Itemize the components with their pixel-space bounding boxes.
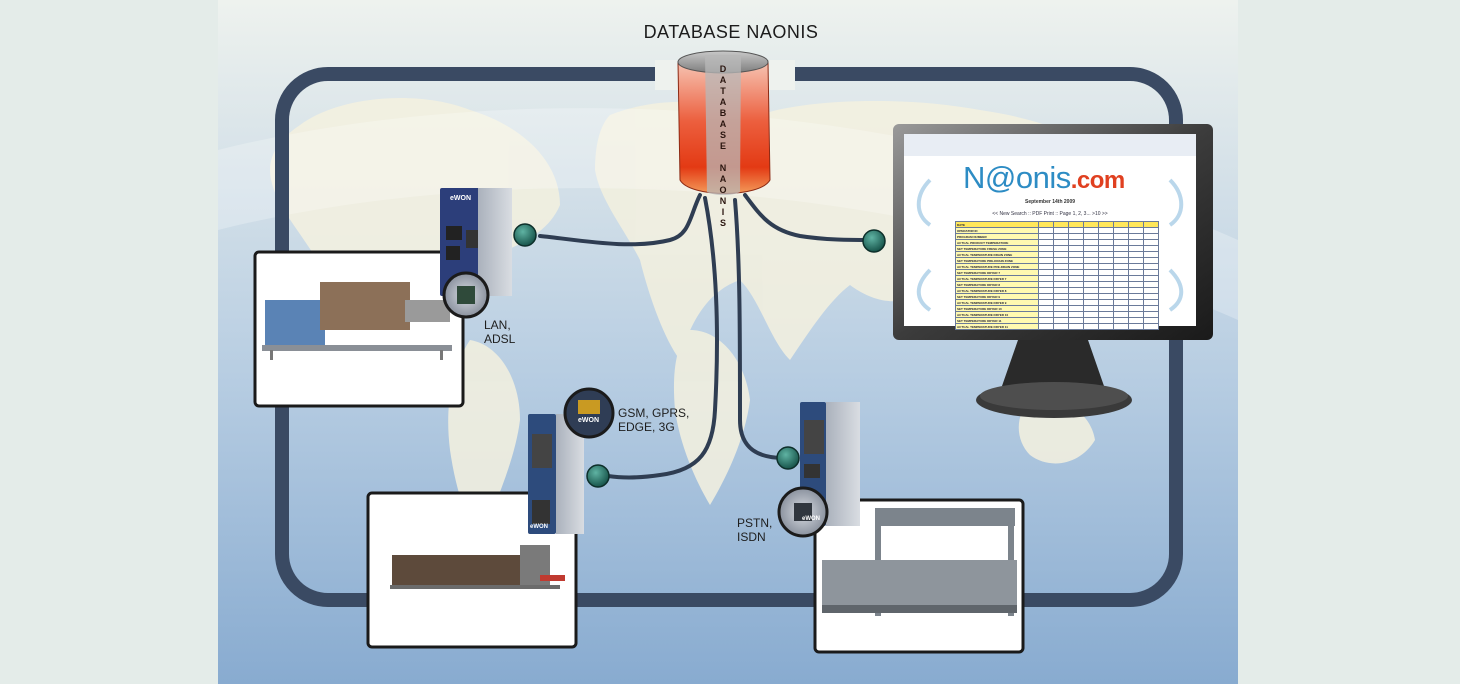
label-pstn: PSTN, ISDN (737, 516, 773, 544)
table-row: ACTUAL TEMPERATURE DRAIN ZONE (955, 251, 1159, 258)
cable-pstn (733, 198, 786, 460)
machine-photo-right (813, 498, 1025, 654)
table-cell (1038, 323, 1054, 330)
router-lan (440, 188, 512, 296)
machine-photo-center (366, 491, 578, 649)
label-gsm: GSM, GPRS, EDGE, 3G (618, 406, 690, 434)
machine-photo-left (253, 250, 465, 408)
table-row: ACTUAL TEMPERATURE DRYER 11 (955, 323, 1159, 330)
brand-gsm: eWON (530, 524, 548, 530)
table-row: SET TEMPERATURE DRYER 11 (955, 317, 1159, 324)
table-cell (1098, 323, 1114, 330)
site-date: September 14th 2009 (1024, 199, 1076, 205)
cables (538, 193, 874, 480)
site-nav: << New Search :: PDF Print :: Page 1, 2,… (992, 211, 1108, 217)
cable-lan (538, 193, 702, 247)
database-cylinder (677, 50, 771, 195)
table-row: ACTUAL TEMPERATURE PRE-DRAIN ZONE (955, 263, 1159, 270)
node-pstn (776, 446, 800, 470)
brand-lan: eWON (450, 195, 471, 202)
table-cell (1083, 323, 1099, 330)
table-row: ACTUAL PRODUCT TEMPERATURE (955, 239, 1159, 246)
diagram-title: DATABASE NAONIS (643, 22, 819, 42)
node-gsm (586, 464, 610, 488)
table-row-label: ACTUAL TEMPERATURE DRYER 11 (955, 323, 1039, 330)
label-lan: LAN, ADSL (484, 318, 516, 346)
table-cell (1143, 323, 1159, 330)
node-monitor (862, 229, 886, 253)
table-row: SET TEMPERATURE DRYER 9 (955, 293, 1159, 300)
table-cell (1113, 323, 1129, 330)
table-cell (1068, 323, 1084, 330)
table-cell (1128, 323, 1144, 330)
cable-monitor (743, 193, 874, 242)
table-row: SET TEMPERATURE FRESH ZONE (955, 245, 1159, 252)
table-cell (1053, 323, 1069, 330)
table-row: SET TEMPERATURE DRYER 7 (955, 269, 1159, 276)
brand-gsm-lens: eWON (578, 417, 599, 424)
cable-gsm (606, 196, 719, 480)
site-logo: N@onis.com (963, 160, 1125, 195)
node-lan (513, 223, 537, 247)
brand-pstn: eWON (802, 516, 820, 522)
